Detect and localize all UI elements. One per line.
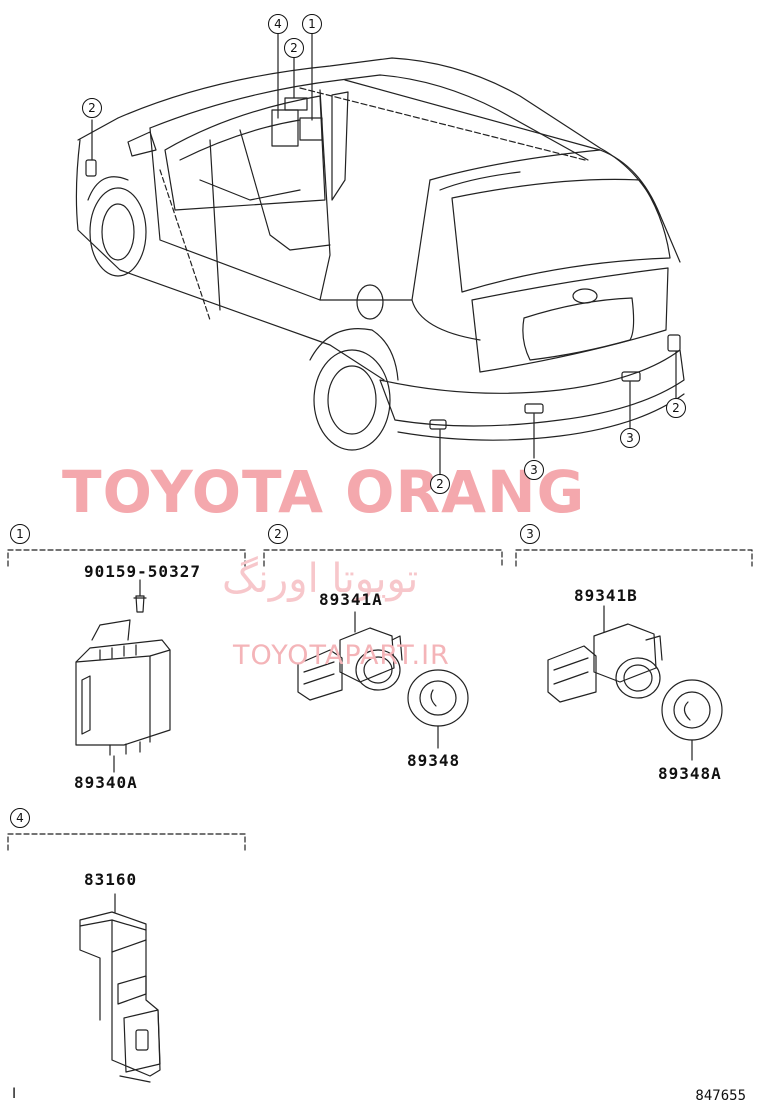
vehicle-callout-2-bumper: 2 xyxy=(430,474,450,494)
part-label-90159-50327: 90159-50327 xyxy=(84,562,201,581)
sensor-89341b-drawing xyxy=(547,605,723,761)
vehicle-callout-2-corner: 2 xyxy=(666,398,686,418)
section-brackets xyxy=(7,549,753,851)
section-marker-2: 2 xyxy=(268,524,288,544)
vehicle-callout-3-corner: 3 xyxy=(620,428,640,448)
vehicle-callout-1: 1 xyxy=(302,14,322,34)
part-label-89348a: 89348A xyxy=(658,764,722,783)
vehicle-callout-4: 4 xyxy=(268,14,288,34)
corner-mark: I xyxy=(12,1086,17,1102)
vehicle-callout-2-dash: 2 xyxy=(284,38,304,58)
part-label-89341a: 89341A xyxy=(319,590,383,609)
part-label-83160: 83160 xyxy=(84,870,138,889)
sensor-89341a-drawing xyxy=(297,611,469,749)
vehicle-callout-2-front: 2 xyxy=(82,98,102,118)
switch-83160-drawing xyxy=(79,893,161,1083)
part-label-89348: 89348 xyxy=(407,751,461,770)
watermark-persian: تویوتا اورنگ xyxy=(222,556,419,602)
section-marker-3: 3 xyxy=(520,524,540,544)
section-marker-4: 4 xyxy=(10,808,30,828)
vehicle-outline xyxy=(75,29,685,476)
section-marker-1: 1 xyxy=(10,524,30,544)
part-label-89341b: 89341B xyxy=(574,586,638,605)
watermark-brand: TOYOTA ORANG xyxy=(62,458,586,526)
vehicle-callout-3-bumper: 3 xyxy=(524,460,544,480)
figure-id: 847655 xyxy=(695,1088,746,1104)
part-label-89340a: 89340A xyxy=(74,773,138,792)
ecu-89340a-drawing xyxy=(75,579,171,773)
watermark-site: TOYOTAPART.IR xyxy=(233,640,450,671)
